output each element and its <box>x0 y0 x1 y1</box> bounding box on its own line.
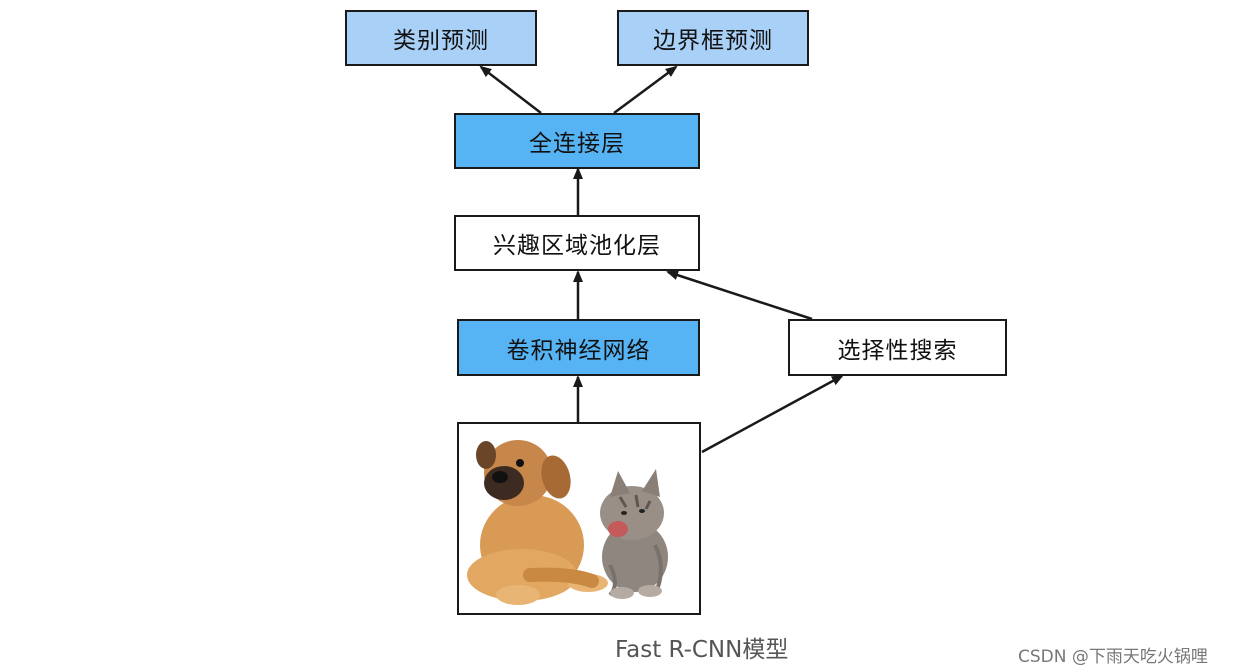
node-class-prediction-label: 类别预测 <box>393 28 489 54</box>
node-roi-pooling-label: 兴趣区域池化层 <box>493 233 661 259</box>
dog-and-cat-photo-icon <box>467 440 668 605</box>
watermark: CSDN @下雨天吃火锅哩 <box>1018 647 1208 667</box>
node-cnn-label: 卷积神经网络 <box>506 337 651 364</box>
diagram-caption: Fast R-CNN模型 <box>615 637 789 663</box>
node-input-image <box>457 422 701 615</box>
edge-fully-connected-to-bbox-prediction <box>613 65 678 115</box>
node-selective-search-label: 选择性搜索 <box>837 337 958 364</box>
node-fully-connected: 全连接层 <box>454 113 700 169</box>
edge-image-to-selective-search <box>701 374 844 454</box>
node-class-prediction: 类别预测 <box>345 10 537 66</box>
node-roi-pooling: 兴趣区域池化层 <box>454 215 700 271</box>
edge-fully-connected-to-class-prediction <box>479 65 542 114</box>
node-bbox-prediction-label: 边界框预测 <box>653 28 773 54</box>
node-bbox-prediction: 边界框预测 <box>617 10 809 66</box>
node-cnn: 卷积神经网络 <box>457 319 700 376</box>
node-selective-search: 选择性搜索 <box>788 319 1007 376</box>
edge-selective-search-to-roi-pooling <box>666 270 813 321</box>
node-fully-connected-label: 全连接层 <box>529 131 625 157</box>
